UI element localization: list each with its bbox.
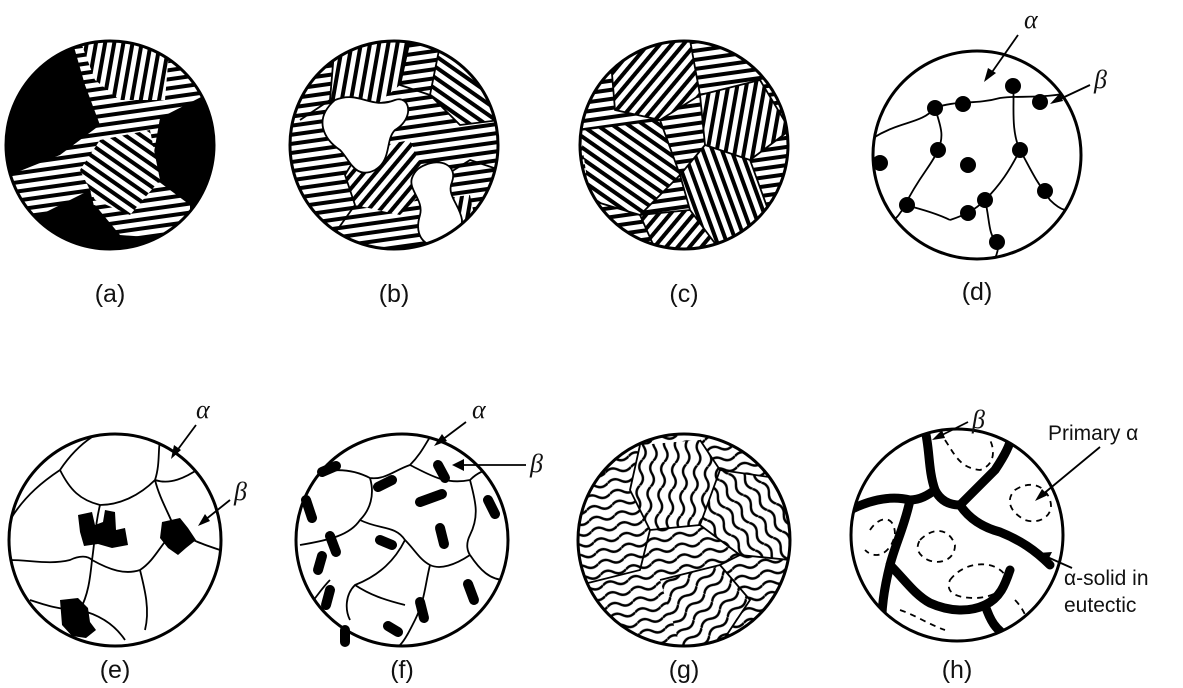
caption-g: (g) <box>669 656 700 684</box>
label-d-alpha: α <box>1024 5 1039 34</box>
label-h-primary-alpha: Primary α <box>1048 422 1138 445</box>
panel-f-beta-particles <box>306 465 495 642</box>
caption-b: (b) <box>379 280 410 308</box>
panel-g-microstructure <box>570 425 800 665</box>
caption-f: (f) <box>390 656 414 684</box>
label-e-alpha: α <box>196 395 211 424</box>
caption-h: (h) <box>942 656 973 684</box>
caption-d: (d) <box>962 278 993 306</box>
panel-b: (b) <box>280 30 510 308</box>
panel-d-grain-boundaries <box>870 86 1080 265</box>
panel-a: (a) <box>0 30 230 308</box>
panel-g: (g) <box>570 425 800 684</box>
panel-a-microstructure <box>0 30 230 270</box>
label-h-alpha-solid-line2: eutectic <box>1064 594 1136 617</box>
label-h-alpha-solid-line1: α-solid in <box>1064 567 1149 590</box>
panel-d: α β (d) <box>870 5 1107 306</box>
label-h-beta: β <box>971 405 985 434</box>
panel-e-beta-particles <box>60 510 196 638</box>
caption-e: (e) <box>100 656 131 684</box>
panel-f: α β (f) <box>296 395 543 684</box>
panel-c-microstructure <box>570 30 800 270</box>
label-f-beta: β <box>529 449 543 478</box>
label-d-beta: β <box>1093 65 1107 94</box>
label-f-alpha: α <box>472 395 487 424</box>
panel-e: α β (e) <box>9 395 247 684</box>
caption-a: (a) <box>95 280 126 308</box>
panel-h: β Primary α α-solid in eutectic (h) <box>850 405 1149 684</box>
caption-c: (c) <box>669 280 698 308</box>
label-e-beta: β <box>233 477 247 506</box>
panel-b-microstructure <box>280 30 510 270</box>
panel-c: (c) <box>570 30 800 308</box>
